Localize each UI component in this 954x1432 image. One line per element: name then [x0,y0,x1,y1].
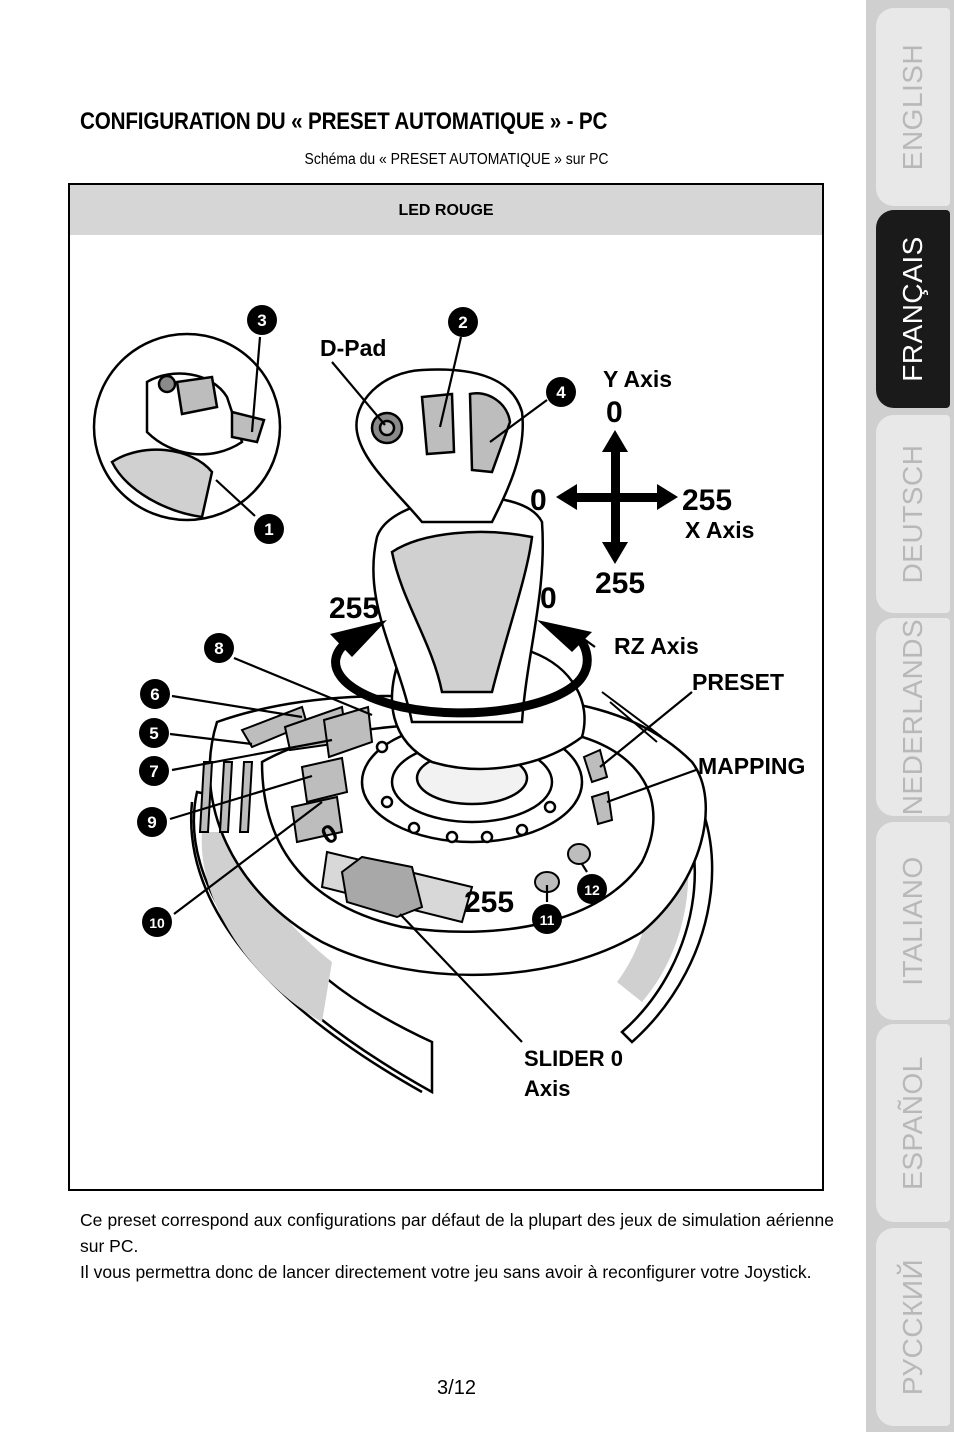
label-dpad: D-Pad [320,335,386,361]
button-number-badges: 1 2 3 4 5 6 7 8 9 10 11 12 [137,305,607,937]
rz-arrowhead-right [537,620,592,652]
tab-english[interactable]: ENGLISH [876,8,950,206]
label-x-left: 0 [530,484,547,517]
badge-1: 1 [264,520,273,539]
diagram-labels: D-Pad Y Axis 0 0 255 X Axis 255 255 0 RZ… [316,335,806,1101]
badge-12: 12 [584,882,600,898]
inset-detail [92,332,282,522]
label-y-bottom: 255 [595,567,645,600]
tab-nederlands[interactable]: NEDERLANDS [876,618,950,816]
paragraph-preset-benefit: Il vous permettra donc de lancer directe… [80,1262,812,1282]
xy-axis-arrows [556,430,678,564]
tab-russian-label: РУССКИЙ [897,1258,928,1396]
tab-english-label: ENGLISH [897,43,928,171]
tab-russian[interactable]: РУССКИЙ [876,1228,950,1426]
label-mapping: MAPPING [698,753,805,779]
label-rz-axis: RZ Axis [614,633,699,659]
paragraph-preset-description: Ce preset correspond aux configurations … [80,1210,834,1256]
tab-espanol-label: ESPAÑOL [897,1056,928,1190]
label-y-top: 0 [606,396,623,429]
page-number: 3/12 [437,1377,476,1399]
badge-11: 11 [540,912,555,928]
tab-italiano[interactable]: ITALIANO [876,822,950,1020]
badge-7: 7 [149,762,158,781]
label-slider-max: 255 [464,886,514,919]
base-buttons-right [534,691,663,893]
badge-10: 10 [149,915,165,931]
label-x-axis: X Axis [685,517,754,543]
led-rouge-bar: LED ROUGE [70,185,822,235]
badge-8: 8 [214,639,223,658]
leader-lines [169,336,697,1043]
throttle-slider [320,850,474,924]
badge-4: 4 [556,383,566,402]
tab-deutsch-label: DEUTSCH [897,444,928,584]
joystick-illustration: 1 2 3 4 5 6 7 8 9 10 11 12 D-Pad Y Axis … [92,305,806,1101]
label-y-axis: Y Axis [603,366,672,392]
label-slider-axis-2: Axis [524,1076,570,1101]
badge-3: 3 [257,311,266,330]
label-rz-left: 255 [329,592,379,625]
rz-rotation-arrow [331,628,592,718]
page-heading: CONFIGURATION DU « PRESET AUTOMATIQUE » … [80,108,608,135]
tab-italiano-label: ITALIANO [897,856,928,986]
rz-arrowhead-left [330,620,387,657]
label-slider-axis-1: SLIDER 0 [524,1046,623,1071]
label-x-right: 255 [682,484,732,517]
language-tabs: ENGLISH FRANÇAIS DEUTSCH NEDERLANDS ITAL… [858,0,954,1432]
tab-deutsch[interactable]: DEUTSCH [876,415,950,613]
badge-5: 5 [149,724,158,743]
label-preset: PRESET [692,669,784,695]
tab-espanol[interactable]: ESPAÑOL [876,1024,950,1222]
tab-francais-label: FRANÇAIS [897,236,928,382]
tab-francais[interactable]: FRANÇAIS [876,210,950,408]
diagram-caption: Schéma du « PRESET AUTOMATIQUE » sur PC [304,151,609,168]
badge-2: 2 [458,313,467,332]
badge-9: 9 [147,813,156,832]
badge-6: 6 [150,685,159,704]
label-rz-right: 0 [540,582,557,615]
preset-diagram: LED ROUGE [68,183,824,1191]
tab-nederlands-label: NEDERLANDS [897,618,928,816]
